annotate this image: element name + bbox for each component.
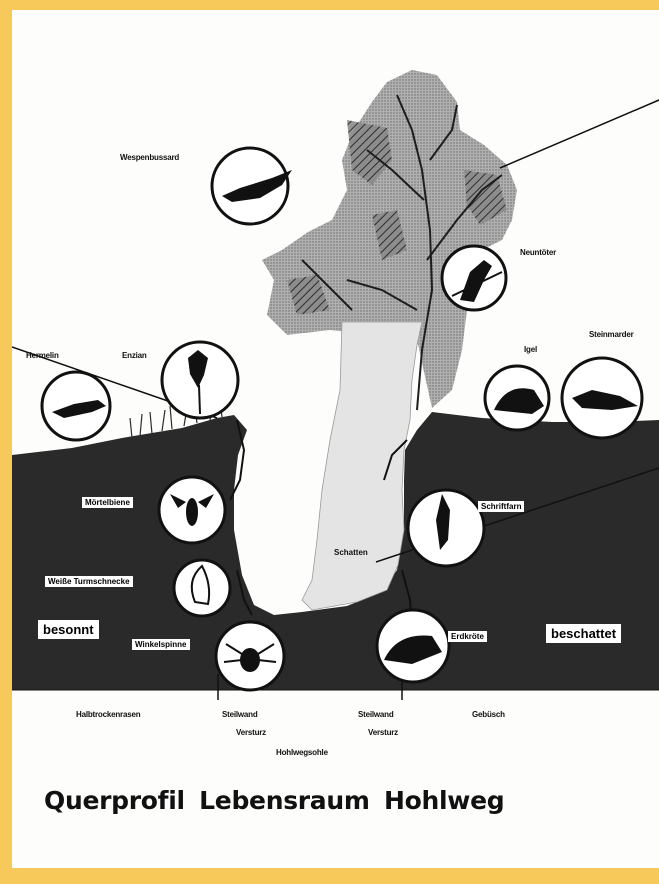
label-neuntoeter: Neuntöter	[520, 248, 556, 257]
profile-steilwand-left: Steilwand	[222, 710, 258, 719]
label-steinmarder: Steinmarder	[589, 330, 633, 339]
profile-versturz-right: Versturz	[368, 728, 398, 737]
schriftfarn-icon	[408, 490, 484, 566]
label-schriftfarn: Schriftfarn	[478, 501, 524, 512]
label-wespenbussard: Wespenbussard	[120, 153, 179, 162]
steinmarder-icon	[562, 358, 642, 438]
label-moertelbiene: Mörtelbiene	[82, 497, 133, 508]
profile-halbtrockenrasen: Halbtrockenrasen	[76, 710, 140, 719]
label-hermelin: Hermelin	[26, 351, 59, 360]
igel-icon	[485, 366, 549, 430]
label-turmschnecke: Weiße Turmschnecke	[45, 576, 133, 587]
label-besonnt: besonnt	[38, 620, 99, 639]
hermelin-icon	[42, 372, 110, 440]
neuntoeter-icon	[442, 246, 506, 310]
profile-steilwand-right: Steilwand	[358, 710, 394, 719]
enzian-icon	[162, 342, 238, 418]
cross-section-diagram	[12, 10, 659, 700]
label-beschattet: beschattet	[546, 624, 621, 643]
turmschnecke-icon	[174, 560, 230, 616]
winkelspinne-icon	[216, 622, 284, 690]
profile-gebuesch: Gebüsch	[472, 710, 505, 719]
wespenbussard-icon	[212, 148, 292, 224]
label-erdkroete: Erdkröte	[448, 631, 487, 642]
label-schatten: Schatten	[334, 548, 368, 557]
label-igel: Igel	[524, 345, 537, 354]
profile-hohlwegsohle: Hohlwegsohle	[276, 748, 328, 757]
moertelbiene-icon	[159, 477, 225, 543]
paper-sheet: Wespenbussard Neuntöter Hermelin Enzian …	[12, 10, 659, 868]
label-enzian: Enzian	[122, 351, 147, 360]
erdkroete-icon	[377, 610, 449, 682]
profile-versturz-left: Versturz	[236, 728, 266, 737]
diagram-title: Querprofil Lebensraum Hohlweg	[44, 786, 504, 815]
label-winkelspinne: Winkelspinne	[132, 639, 190, 650]
